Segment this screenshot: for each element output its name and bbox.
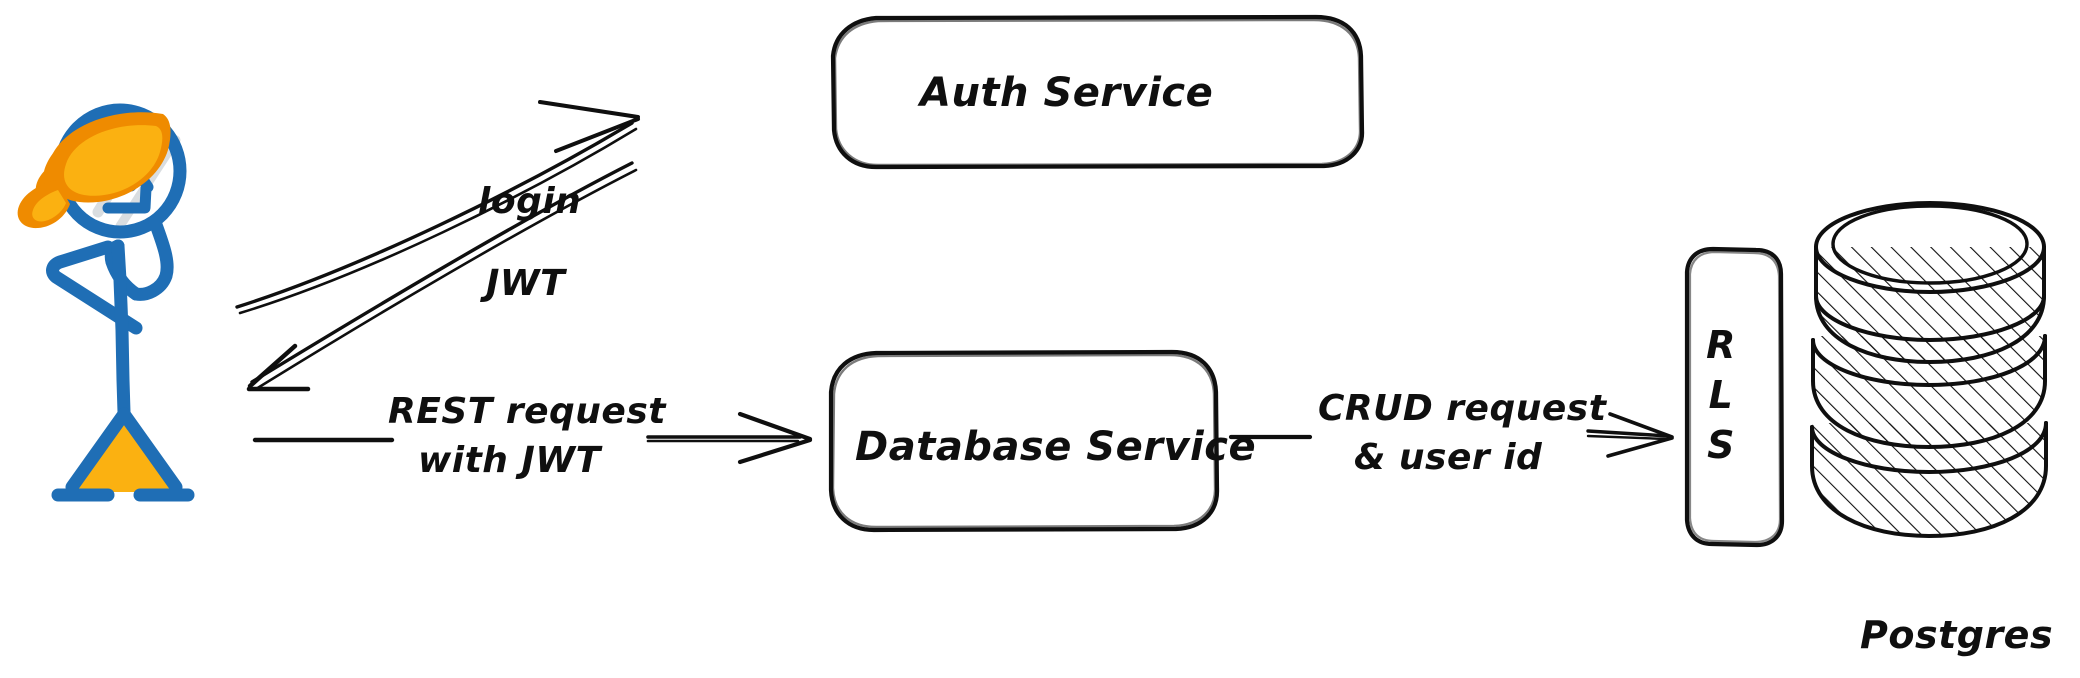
database-service-box[interactable]: [828, 349, 1220, 533]
jwt-edge-label: JWT: [480, 263, 567, 304]
rls-letter-r: R: [1706, 323, 1736, 367]
database-service-label: Database Service: [855, 424, 1256, 470]
rest-edge-label-line1: REST request: [388, 391, 667, 432]
crud-edge-label-line1: CRUD request: [1318, 388, 1608, 429]
postgres-cylinder[interactable]: [1800, 201, 2060, 550]
jwt-arrow: [246, 161, 638, 392]
login-edge-label: login: [478, 181, 581, 222]
rls-box[interactable]: [1684, 246, 1785, 548]
rest-request-arrow: [252, 411, 813, 465]
user-stick-figure: [17, 103, 195, 502]
crud-request-arrow: [1228, 412, 1674, 458]
crud-edge-label-line2: & user id: [1354, 437, 1543, 478]
rls-letter-s: S: [1707, 423, 1735, 467]
auth-service-box[interactable]: [830, 14, 1365, 170]
login-arrow: [235, 100, 640, 315]
postgres-label: Postgres: [1860, 613, 2053, 657]
auth-service-label: Auth Service: [917, 70, 1213, 116]
rest-edge-label-line2: with JWT: [418, 440, 603, 481]
rls-letter-l: L: [1709, 373, 1734, 417]
